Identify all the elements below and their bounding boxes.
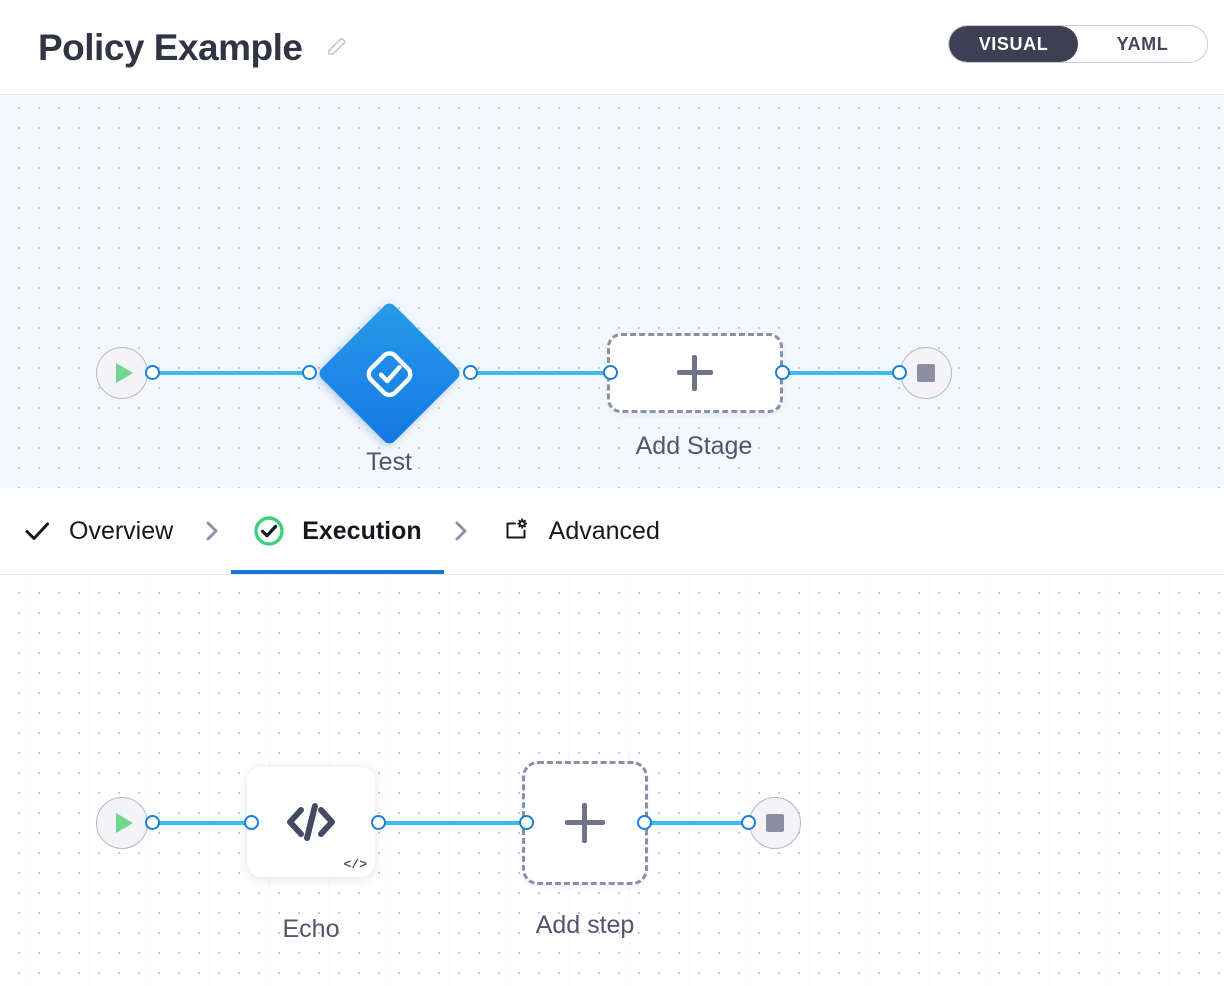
pipeline-end-node[interactable] <box>900 347 952 399</box>
add-stage-node[interactable] <box>607 333 783 413</box>
stage-label-test: Test <box>366 448 412 476</box>
port-end-in[interactable] <box>892 365 907 380</box>
step-start-node[interactable] <box>96 797 148 849</box>
wire-start-to-echo <box>152 821 252 825</box>
tab-overview[interactable]: Overview <box>0 488 195 574</box>
port-test-out[interactable] <box>463 365 478 380</box>
port-test-in[interactable] <box>302 365 317 380</box>
tab-advanced[interactable]: Advanced <box>480 488 682 574</box>
step-start-node-circle[interactable] <box>96 797 148 849</box>
stage-canvas[interactable]: Test Add Stage <box>0 95 1224 488</box>
port-addstage-in[interactable] <box>603 365 618 380</box>
tab-execution[interactable]: Execution <box>231 488 445 574</box>
end-node-circle[interactable] <box>900 347 952 399</box>
box-gear-icon <box>502 516 532 546</box>
tab-advanced-label: Advanced <box>548 516 660 545</box>
step-canvas[interactable]: </> Echo Add step <box>0 575 1224 986</box>
step-label-echo: Echo <box>282 915 340 943</box>
plus-icon <box>677 355 713 391</box>
port-step-start-out[interactable] <box>145 815 160 830</box>
stage-diamond-shape <box>316 300 462 446</box>
port-step-end-in[interactable] <box>741 815 756 830</box>
port-addstage-out[interactable] <box>775 365 790 380</box>
port-echo-in[interactable] <box>244 815 259 830</box>
view-mode-toggle[interactable]: VISUAL YAML <box>948 25 1208 63</box>
add-step-node[interactable] <box>522 761 648 885</box>
port-echo-out[interactable] <box>371 815 386 830</box>
add-stage-label: Add Stage <box>635 432 753 460</box>
toggle-yaml-button[interactable]: YAML <box>1116 33 1169 54</box>
wire-test-to-addstage <box>470 371 612 375</box>
page-header: Policy Example VISUAL YAML <box>0 0 1224 95</box>
wire-addstep-to-end <box>644 821 752 825</box>
play-icon <box>116 363 133 383</box>
step-end-node-circle[interactable] <box>749 797 801 849</box>
wire-start-to-test <box>152 371 312 375</box>
tab-separator-1 <box>195 516 231 546</box>
tab-separator-2 <box>444 516 480 546</box>
wire-echo-to-addstep <box>378 821 528 825</box>
stage-diamond[interactable] <box>316 300 462 446</box>
add-step-button[interactable] <box>522 761 648 885</box>
plus-icon <box>565 803 605 843</box>
play-icon <box>116 813 133 833</box>
stage-config-tabs[interactable]: Overview Execution Advanced <box>0 488 1224 575</box>
stage-node-test[interactable] <box>316 300 462 446</box>
add-stage-button[interactable] <box>607 333 783 413</box>
stop-square-icon <box>766 814 784 832</box>
tab-execution-label: Execution <box>302 516 422 545</box>
tab-overview-label: Overview <box>69 516 174 545</box>
check-icon <box>22 516 52 546</box>
echo-code-badge: </> <box>343 857 367 872</box>
toggle-visual-button[interactable]: VISUAL <box>949 26 1078 62</box>
port-addstep-in[interactable] <box>519 815 534 830</box>
echo-step-card[interactable]: </> <box>247 767 375 877</box>
port-addstep-out[interactable] <box>637 815 652 830</box>
stop-square-icon <box>917 364 935 382</box>
pipeline-start-node[interactable] <box>96 347 148 399</box>
step-node-echo[interactable]: </> <box>247 767 375 877</box>
page-title: Policy Example <box>38 26 303 68</box>
code-icon <box>287 803 335 841</box>
add-step-label: Add step <box>535 911 635 939</box>
wire-addstage-to-end <box>782 371 900 375</box>
test-badge-check-icon <box>366 350 412 396</box>
check-circle-green-icon <box>253 515 285 547</box>
edit-title-pencil-icon[interactable] <box>324 34 350 60</box>
step-end-node[interactable] <box>749 797 801 849</box>
start-node-circle[interactable] <box>96 347 148 399</box>
port-start-out[interactable] <box>145 365 160 380</box>
